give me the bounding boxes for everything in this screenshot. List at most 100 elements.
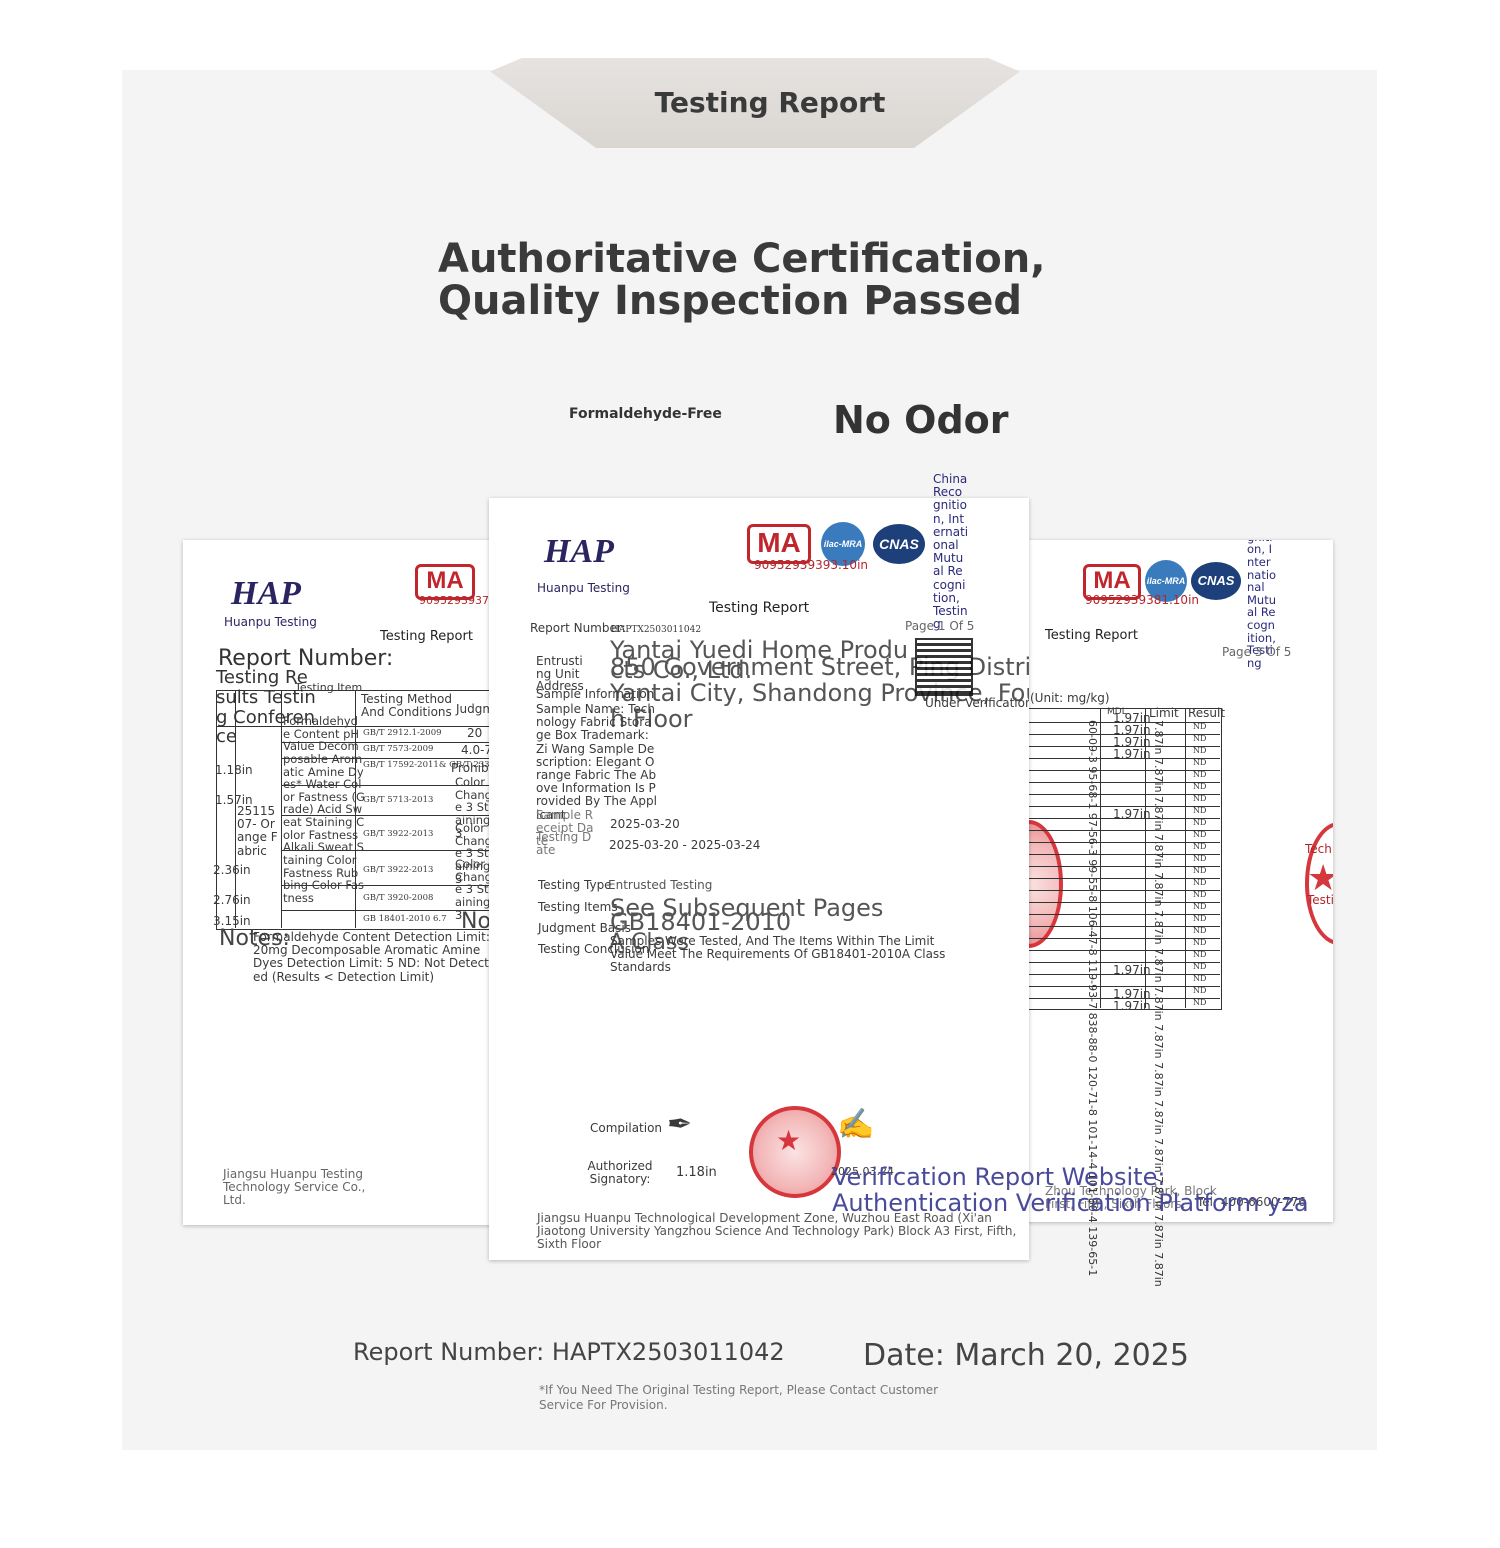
standard-7: GB/T 3920-2008 [363, 893, 434, 903]
verification-website[interactable]: Verification Report Website: Authenticat… [832, 1163, 1309, 1217]
footnote: *If You Need The Original Testing Report… [539, 1383, 939, 1412]
testing-conclusion-label: Testing Conclusion [538, 942, 650, 956]
table-row-line [1015, 938, 1220, 939]
measure-3: 2.36in [213, 863, 251, 877]
center-side-recognition: China Recognition, International Mutual … [933, 472, 969, 632]
bottom-date: Date: March 20, 2025 [863, 1338, 1189, 1373]
measure-2: 1.57in [215, 793, 253, 807]
address-label: Address [536, 679, 584, 693]
col-result: Result [1188, 706, 1226, 720]
standard-5: GB/T 3922-2013 [363, 829, 434, 839]
center-report-page: HAP Huanpu Testing MA ilac-MRA CNAS 9095… [489, 498, 1029, 1260]
result-cell: ND [1193, 770, 1207, 779]
left-footer-lab: Jiangsu Huanpu Testing Technology Servic… [223, 1167, 366, 1208]
right-footer-lab: Zhou Technology Park, Block First, Fifth… [1045, 1184, 1217, 1212]
entrusting-label: Entrusting Unit [536, 654, 583, 682]
criteria-5: Color Change 3 Staining 3 [455, 821, 492, 886]
testing-conclusion-value: Samples Were Tested, And The Items Withi… [610, 934, 946, 975]
judgment-basis-value: GB18401-2010 [610, 908, 792, 936]
notes-label: Notes: [219, 926, 290, 951]
authorized-signature: ✍ [837, 1107, 875, 1142]
official-stamp [749, 1106, 841, 1198]
measure-4: 2.76in [213, 893, 251, 907]
criteria-4: Color Change 3 Staining 3 [455, 775, 492, 840]
result-cell: ND [1193, 890, 1207, 899]
sample-info-label: Sample Information [536, 687, 655, 701]
limit-cell: 1.97in [1113, 723, 1151, 737]
measure-5: 3.15in [213, 914, 251, 928]
bottom-report-number: Report Number: HAPTX2503011042 [353, 1338, 785, 1366]
result-cell: ND [1193, 974, 1207, 983]
table-row-line [1015, 734, 1220, 735]
result-cell: ND [1193, 878, 1207, 887]
criteria-3: Prohibited (2x [451, 761, 493, 775]
center-ilac-logo: ilac-MRA [821, 522, 865, 566]
right-tel: Tel: 400-6600-776 [1197, 1195, 1306, 1209]
right-side-recognition: Recognition, International Mutual Recogn… [1247, 540, 1277, 671]
sample-info: Sample Name: Technology Fabric Storage B… [536, 702, 657, 822]
table-row-line [1015, 878, 1220, 879]
standard-3: GB/T 17592-2011& GB/T 23344-2009 [363, 760, 493, 770]
testing-type-label: Testing Type [538, 878, 612, 892]
result-cell: ND [1193, 938, 1207, 947]
table-row-line [1015, 806, 1220, 807]
measure-1: 1.18in [215, 763, 253, 777]
result-cell: ND [1193, 986, 1207, 995]
limit-cell: 1.97in [1113, 999, 1151, 1013]
stamp-date: 2025.03.24 [831, 1165, 894, 1178]
center-hap-logo: HAP [544, 533, 614, 570]
left-report-page: HAP Huanpu Testing MA 90952939378.73in T… [183, 540, 493, 1225]
result-cell: ND [1193, 866, 1207, 875]
center-page: Page 1 Of 5 [905, 619, 975, 633]
table-row-line [1015, 890, 1220, 891]
table-row-line [1015, 818, 1220, 819]
lab-label: Huanpu Testing [224, 615, 317, 629]
result-cell: ND [1193, 926, 1207, 935]
criteria-header: Judgment Criteria [456, 702, 493, 716]
testing-items-label: Testing Items [538, 900, 618, 914]
receipt-label: Sample Receipt Date [536, 808, 594, 849]
items-text: Formaldehyde Content pH Value Decomposab… [283, 714, 365, 905]
right-page: Page 3 Of 5 [1222, 645, 1292, 659]
result-cell: ND [1193, 830, 1207, 839]
criteria-2: 4.0-7.5 [461, 743, 493, 757]
hap-logo: HAP [231, 575, 301, 612]
table-row-line [1015, 746, 1220, 747]
authorized-label: Authorized Signatory: [587, 1159, 653, 1187]
limit-cell: 1.97in [1113, 747, 1151, 761]
results-table [216, 690, 493, 930]
result-cell: ND [1193, 734, 1207, 743]
special-stamp-star-icon: ★ [1307, 858, 1333, 899]
result-cell: ND [1193, 854, 1207, 863]
result-cell: ND [1193, 818, 1207, 827]
result-cell: ND [1193, 998, 1207, 1007]
inch-measure-strip: 7.87in 7.87in 7.87in 7.87in 7.87in 7.87i… [1152, 720, 1165, 1287]
qr-code[interactable] [915, 638, 973, 696]
testing-date-value: 2025-03-20 - 2025-03-24 [609, 838, 761, 852]
result-cell: ND [1193, 950, 1207, 959]
result-cell: ND [1193, 782, 1207, 791]
limit-cell: 1.97in [1113, 987, 1151, 1001]
testing-type-value: Entrusted Testing [608, 878, 713, 892]
no-odor-tag: No Odor [833, 398, 1009, 442]
headline: Authoritative Certification, Quality Ins… [438, 236, 1046, 324]
result-cell: ND [1193, 746, 1207, 755]
compilation-signature: ✒ [667, 1107, 693, 1142]
table-row-line [1015, 866, 1220, 867]
method-header: Testing Method And Conditions [361, 692, 453, 720]
result-cell: ND [1193, 758, 1207, 767]
judgment-basis-label: Judgment Basis [538, 921, 631, 935]
table-row-line [1015, 986, 1220, 987]
left-no-odor: No Odor [461, 909, 493, 934]
table-row-line [1015, 770, 1220, 771]
official-stamp-star-icon: ★ [776, 1124, 802, 1157]
limit-cell: 1.97in [1113, 711, 1151, 725]
compilation-label: Compilation [590, 1121, 663, 1135]
standard-6: GB/T 3922-2013 [363, 865, 434, 875]
result-cell: ND [1193, 794, 1207, 803]
table-row-line [1015, 914, 1220, 915]
center-report-number-label: Report Number: [530, 621, 626, 635]
cas-codes-strip: 60-09-3 95-68-1 97-56-3 99-55-8 106-47-8… [1086, 720, 1099, 1277]
tab-title: Testing Report [654, 86, 886, 119]
title-tab [490, 58, 1020, 148]
